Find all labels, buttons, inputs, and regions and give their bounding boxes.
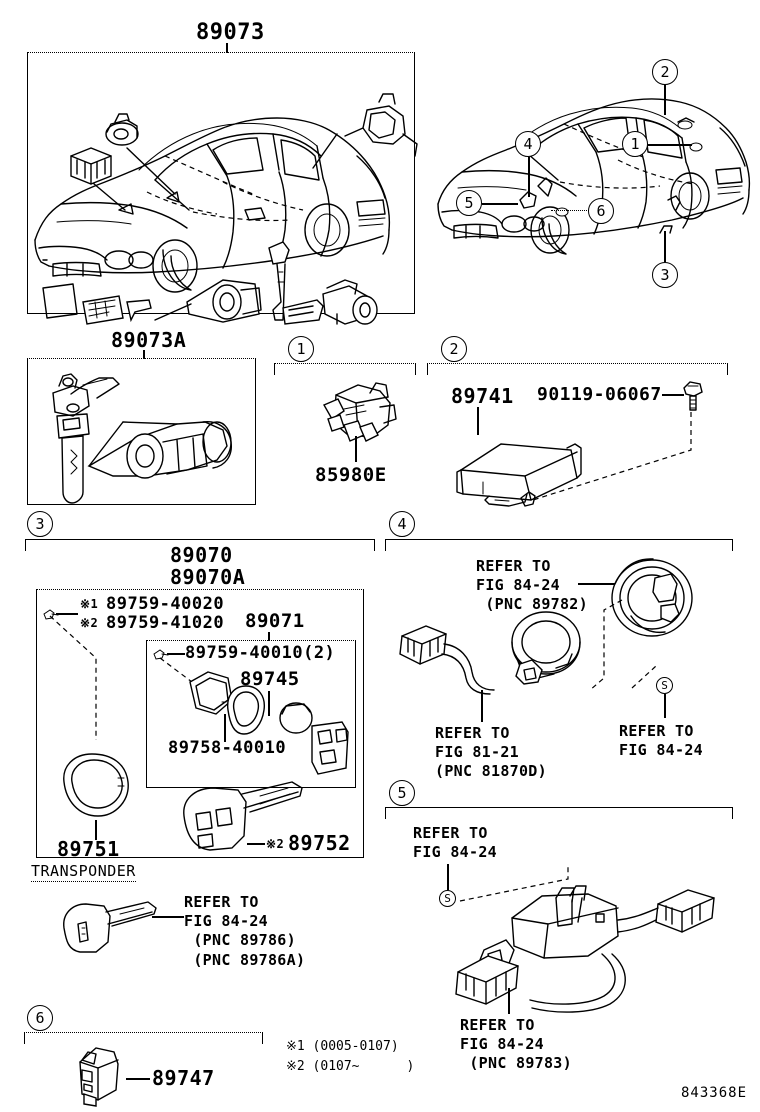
section-2-bracket: [427, 363, 728, 375]
group-89073-tick: [226, 43, 228, 53]
car-callout-3-leader: [664, 231, 666, 262]
section-3-callout[interactable]: 3: [27, 511, 53, 537]
part-89752-prefix: ※2: [266, 837, 285, 851]
car-callout-1[interactable]: 1: [622, 131, 648, 157]
door-courtesy-switch-illustration: [452, 862, 722, 1013]
car-callout-2-leader: [664, 85, 666, 115]
car-callout-5[interactable]: 5: [456, 190, 482, 216]
transponder-refer-leader: [152, 916, 184, 918]
part-85980E-label: 85980E: [315, 464, 387, 486]
part-89758-40010-label: 89758-40010: [168, 738, 287, 758]
key-case-illustration: [58, 750, 136, 822]
group-89073A-tick: [143, 350, 145, 359]
ignition-switch-illustration: [314, 377, 404, 457]
bolt-illustration: [678, 378, 706, 412]
part-89758-leader: [224, 714, 226, 742]
group-89070A-label: 89070A: [170, 565, 246, 589]
section-4-refer-left-leader: [481, 690, 483, 722]
figure-code: 843368E: [681, 1085, 748, 1101]
car-illustration-left: [27, 52, 418, 325]
part-89741-label: 89741: [451, 384, 514, 408]
section-3-bracket: [25, 539, 375, 551]
key-and-cylinder-illustration: [27, 358, 256, 505]
mark1-prefix: ※1: [80, 597, 99, 611]
group-89073A-box: [27, 358, 256, 505]
group-89070-box: [36, 589, 364, 858]
car-callout-4-leader: [528, 157, 530, 197]
part-89752-label: 89752: [288, 831, 351, 855]
part-89759-41020-label: 89759-41020: [106, 613, 225, 633]
part-89759-40020-label: 89759-40020: [106, 594, 225, 614]
section-6-callout[interactable]: 6: [27, 1005, 53, 1031]
car-callout-5-leader: [482, 203, 518, 205]
part-89752-leader: [247, 843, 265, 845]
section-5-dashed-link: [458, 863, 578, 907]
car-callout-2[interactable]: 2: [652, 59, 678, 85]
car-callout-1-leader: [648, 144, 692, 146]
part-89747-label: 89747: [152, 1066, 215, 1090]
sub-group-89071-tick: [268, 632, 270, 641]
section-4-callout[interactable]: 4: [389, 511, 415, 537]
switch-89747-illustration: [66, 1042, 130, 1108]
section-5-refer-top-leader: [447, 864, 449, 890]
section-5-refer-top: REFER TO FIG 84-24: [413, 824, 497, 862]
part-90119-06067-label: 90119-06067: [537, 384, 662, 405]
remote-key-illustration: [180, 780, 305, 860]
ecu-illustration: [455, 430, 615, 510]
group-89073A-title: 89073A: [111, 328, 187, 352]
transponder-key-illustration: [60, 900, 160, 956]
legend-note-1: ※1 (0005-0107): [286, 1039, 399, 1054]
car-callout-6-leader: [551, 210, 589, 211]
section-6-bracket: [24, 1032, 263, 1044]
section-5-callout[interactable]: 5: [389, 780, 415, 806]
part-89759-4x020-leader: [56, 613, 78, 615]
section-4-s-leader: [664, 694, 666, 718]
part-89745-leader: [268, 691, 270, 716]
car-callout-3-clip: [658, 224, 676, 236]
key-internals-illustration: [186, 662, 351, 787]
group-89073-title: 89073: [196, 20, 265, 45]
part-90119-leader: [662, 394, 684, 396]
part-89751-leader: [95, 820, 97, 840]
section-4-s-mark: S: [656, 677, 673, 694]
part-89751-label: 89751: [57, 837, 120, 861]
transponder-refer-text: REFER TO FIG 84-24 (PNC 89786) (PNC 8978…: [184, 893, 306, 969]
part-89745-label: 89745: [240, 668, 300, 690]
section-4-dashed-link: [588, 596, 672, 714]
car-callout-3[interactable]: 3: [652, 262, 678, 288]
section-5-s-mark: S: [439, 890, 456, 907]
part-89747-leader: [126, 1078, 150, 1080]
section-4-refer-right: REFER TO FIG 84-24: [619, 722, 703, 760]
section-5-refer-bottom: REFER TO FIG 84-24 (PNC 89783): [460, 1016, 572, 1073]
transponder-heading: TRANSPONDER: [31, 862, 136, 882]
section-4-refer-top: REFER TO FIG 84-24 (PNC 89782): [476, 557, 588, 614]
ecu-bolt-dashed-link: [525, 408, 695, 508]
legend-note-2: ※2 (0107~ ): [286, 1059, 415, 1074]
section-2-callout[interactable]: 2: [441, 336, 467, 362]
part-89759-40010-leader: [167, 653, 185, 655]
car-callout-4[interactable]: 4: [515, 131, 541, 157]
section-4-bracket: [385, 539, 733, 551]
part-89741-leader: [477, 407, 479, 435]
car-callout-6[interactable]: 6: [588, 198, 614, 224]
mark2-prefix: ※2: [80, 616, 99, 630]
car-illustration-right: [432, 78, 752, 288]
key-ring-illustration: [607, 556, 697, 642]
screw-2-dashed-link: [158, 656, 198, 686]
screw-1-dashed-link: [48, 614, 116, 744]
connector-lead-illustration: [398, 620, 518, 696]
screw-icon-2: [152, 648, 170, 662]
section-5-refer-bottom-leader: [508, 988, 510, 1014]
group-89070-label: 89070: [170, 543, 233, 567]
ring-coil-illustration: [498, 608, 590, 688]
section-1-callout[interactable]: 1: [288, 336, 314, 362]
section-4-refer-top-leader: [578, 583, 620, 585]
part-89759-40010-label: 89759-40010(2): [185, 643, 336, 663]
sub-group-89071-label: 89071: [245, 610, 305, 632]
sub-group-89071-box: [146, 640, 356, 788]
section-5-bracket: [385, 807, 733, 819]
section-1-leader: [355, 436, 357, 462]
section-4-refer-left: REFER TO FIG 81-21 (PNC 81870D): [435, 724, 547, 781]
section-1-bracket: [274, 363, 416, 375]
